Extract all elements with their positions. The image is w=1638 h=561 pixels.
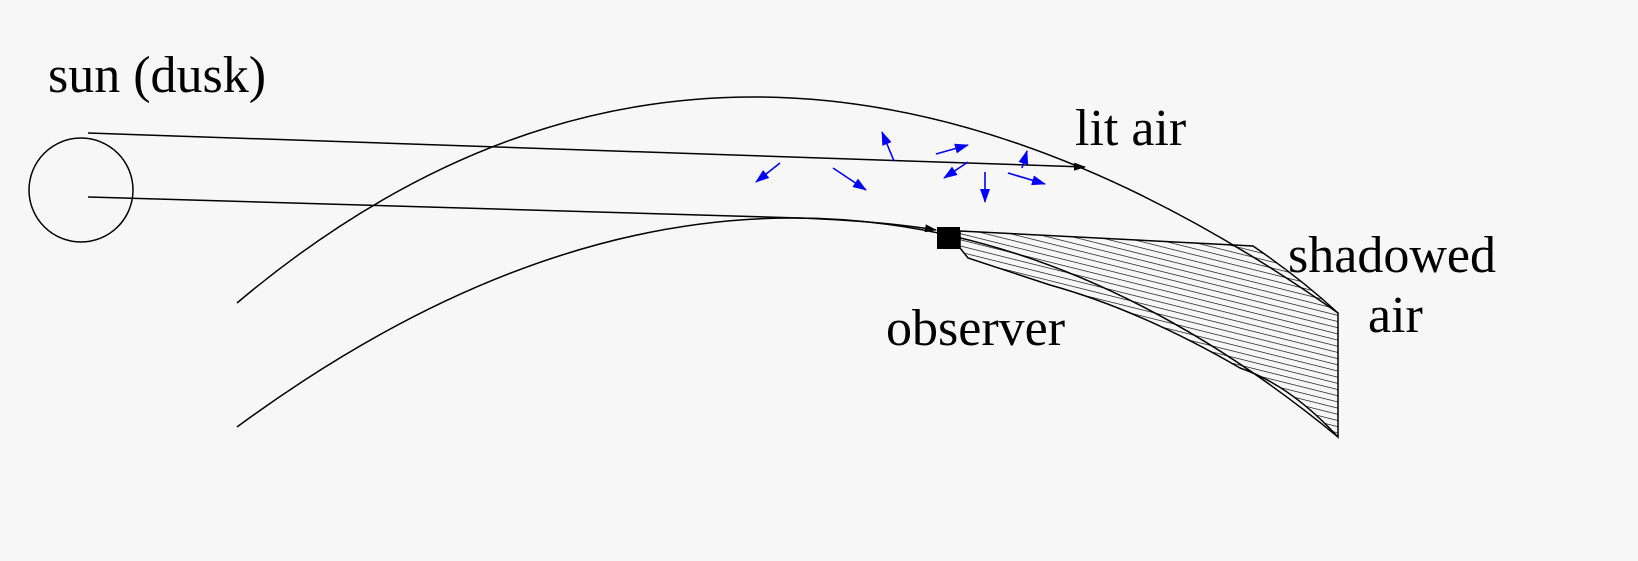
- lit-air-label: lit air: [1075, 100, 1187, 157]
- scatter-arrow: [755, 162, 781, 183]
- atmosphere-outer-arc: [236, 96, 1339, 314]
- sun-icon: [28, 137, 134, 243]
- scatter-arrow: [943, 161, 969, 179]
- scattered-light-arrows: [755, 131, 1046, 203]
- observer-label: observer: [886, 300, 1066, 357]
- scatter-arrow: [935, 143, 969, 155]
- observer-marker: [937, 227, 960, 249]
- scatter-arrow: [881, 131, 895, 162]
- scatter-arrow: [1007, 172, 1046, 186]
- scatter-arrow: [1018, 150, 1029, 169]
- sun-label: sun (dusk): [48, 47, 267, 104]
- scatter-arrow: [832, 167, 867, 191]
- sun-ray-upper: [87, 132, 1086, 171]
- shadowed-air-label-line1: shadowed: [1288, 227, 1496, 284]
- shadowed-air-label-line2: air: [1368, 287, 1423, 344]
- shadowed-air-region: [959, 230, 1339, 439]
- sun-ray-lower: [87, 196, 937, 233]
